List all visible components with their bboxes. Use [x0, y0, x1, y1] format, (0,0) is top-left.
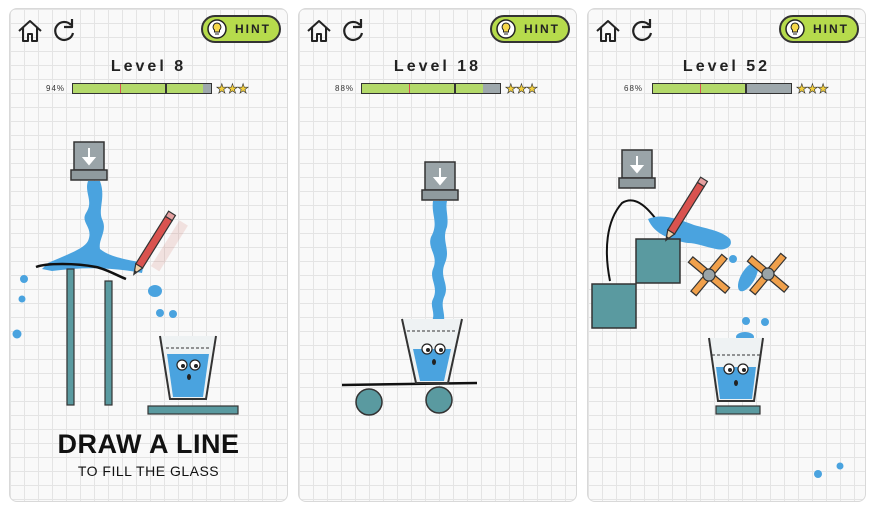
water-dispenser — [421, 161, 459, 201]
level-scene — [591, 149, 844, 478]
water-stream — [430, 201, 448, 325]
progress-row: 88% ★★★ — [299, 81, 576, 98]
restart-icon[interactable] — [339, 17, 367, 45]
progress-bar — [652, 83, 792, 94]
hint-label: HINT — [235, 22, 271, 36]
progress-tick-1 — [699, 84, 702, 93]
level-title: Level 8 — [110, 58, 187, 75]
lightbulb-icon — [496, 19, 516, 39]
lightbulb-icon — [207, 19, 227, 39]
game-panel-level-18: HINT Level 18 88% ★★★ — [298, 8, 577, 502]
level-scene — [12, 141, 239, 415]
game-panel-level-8: HINT Level 8 94% ★★★ — [9, 8, 288, 502]
caption-subtext: TO FILL THE GLASS — [77, 463, 220, 479]
pencil-icon — [133, 210, 188, 276]
level-title: Level 18 — [393, 58, 482, 75]
fan-left — [687, 253, 731, 297]
progress-percent: 94% — [46, 84, 66, 93]
drawn-line — [35, 262, 127, 281]
home-icon[interactable] — [305, 17, 333, 45]
restart-icon[interactable] — [628, 17, 656, 45]
progress-bar — [361, 83, 501, 94]
progress-percent: 68% — [624, 84, 644, 93]
home-icon[interactable] — [594, 17, 622, 45]
pillar-right — [104, 280, 113, 406]
caption-headline: DRAW A LINE — [57, 429, 240, 459]
water-dispenser — [618, 149, 656, 189]
hint-button[interactable]: HINT — [201, 15, 281, 43]
progress-tick-1 — [408, 84, 411, 93]
water-stream — [42, 181, 144, 273]
drawn-line — [605, 199, 667, 282]
hint-button[interactable]: HINT — [490, 15, 570, 43]
progress-bar — [72, 83, 212, 94]
level-title: Level 52 — [682, 58, 771, 75]
pencil-icon — [665, 176, 709, 242]
star-rating: ★★★ — [796, 81, 830, 97]
progress-percent: 88% — [335, 84, 355, 93]
home-icon[interactable] — [16, 17, 44, 45]
fan-right — [746, 252, 790, 296]
progress-fill — [73, 84, 203, 93]
block-lower — [591, 283, 637, 329]
glass-character — [708, 337, 764, 415]
game-panel-level-52: HINT Level 52 68% ★★★ — [587, 8, 866, 502]
water-dispenser — [70, 141, 108, 181]
glass-character — [147, 335, 239, 415]
pillar-left — [66, 268, 75, 406]
glass-character — [401, 318, 463, 384]
progress-tick-2 — [454, 84, 456, 93]
star-rating: ★★★ — [216, 81, 250, 97]
restart-icon[interactable] — [50, 17, 78, 45]
hint-button[interactable]: HINT — [779, 15, 859, 43]
hint-label: HINT — [524, 22, 560, 36]
block-upper — [635, 238, 681, 284]
star-rating: ★★★ — [505, 81, 539, 97]
progress-row: 94% ★★★ — [10, 81, 287, 98]
progress-row: 68% ★★★ — [588, 81, 865, 98]
cart — [341, 381, 478, 416]
progress-tick-1 — [119, 84, 122, 93]
progress-fill — [362, 84, 484, 93]
hint-label: HINT — [813, 22, 849, 36]
progress-tick-2 — [745, 84, 747, 93]
level-scene — [341, 161, 478, 416]
progress-tick-2 — [165, 84, 167, 93]
lightbulb-icon — [785, 19, 805, 39]
water-stream — [648, 216, 731, 250]
